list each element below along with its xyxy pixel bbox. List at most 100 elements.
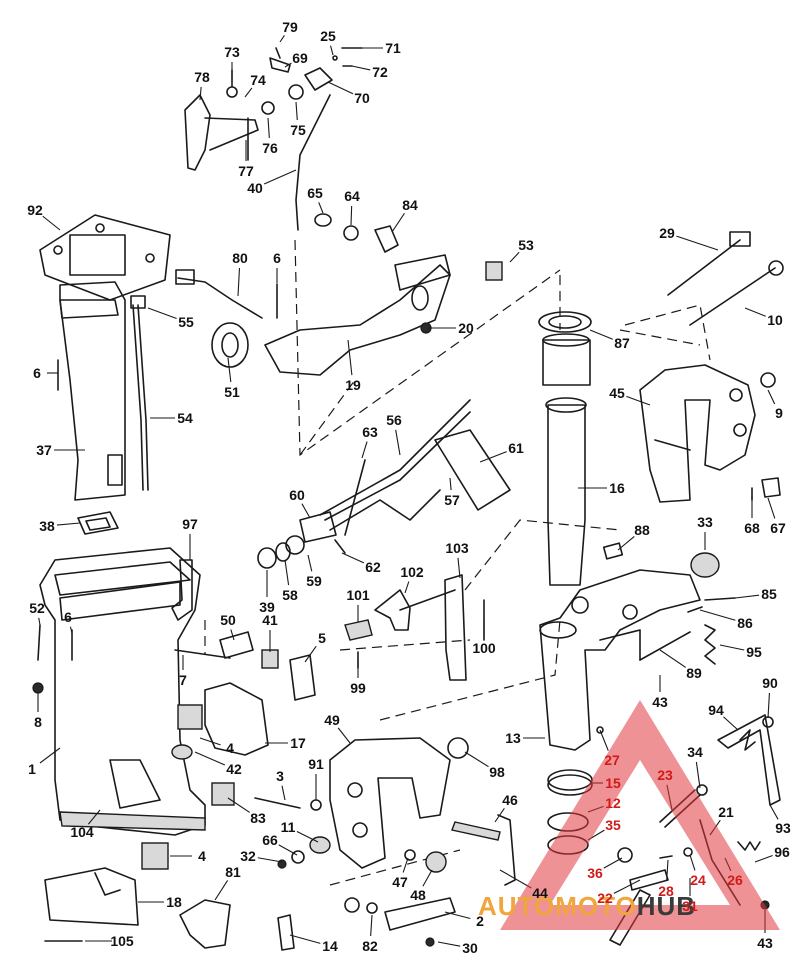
part-label-17: 17: [290, 735, 306, 751]
part-49-clamp-bracket: [329, 737, 451, 869]
leader-line-49: [337, 727, 351, 744]
upper-linkage-parts: [184, 47, 363, 171]
parts-65-64-84: [314, 213, 399, 253]
leader-lines: [37, 35, 779, 947]
parts-87-16: [538, 311, 592, 586]
part-label-31: 31: [682, 898, 698, 914]
part-label-38: 38: [39, 518, 55, 534]
part-label-81: 81: [225, 864, 241, 880]
part-label-78: 78: [194, 69, 210, 85]
watermark-triangle: [500, 700, 780, 930]
leader-line-32: [257, 857, 283, 863]
part-label-33: 33: [697, 514, 713, 530]
part-label-10: 10: [767, 312, 783, 328]
part-label-12: 12: [605, 795, 621, 811]
leader-line-14: [289, 934, 321, 944]
part-37-exhaust-housing: [59, 281, 126, 501]
part-label-96: 96: [774, 844, 790, 860]
part-label-67: 67: [770, 520, 786, 536]
part-label-92: 92: [27, 202, 43, 218]
part-label-104: 104: [70, 824, 94, 840]
leader-line-56: [395, 429, 401, 456]
leader-line-57: [449, 477, 452, 491]
leader-line-10: [744, 307, 766, 317]
part-label-23: 23: [657, 767, 673, 783]
part-18-lower-cover: [44, 867, 139, 942]
part-label-30: 30: [462, 940, 478, 956]
leader-line-4: [199, 737, 221, 746]
leader-line-48: [422, 869, 433, 887]
part-label-20: 20: [458, 320, 474, 336]
part-label-68: 68: [744, 520, 760, 536]
part-label-4: 4: [226, 740, 234, 756]
leader-line-6: [69, 626, 73, 634]
leader-line-11: [296, 830, 319, 843]
leader-line-88: [617, 535, 635, 551]
parts-85-86-95-89: [639, 597, 736, 665]
part-label-6: 6: [33, 365, 41, 381]
parts-60-59-58-39-62: [257, 511, 346, 569]
part-label-48: 48: [410, 887, 426, 903]
leader-line-9: [767, 389, 776, 405]
part-label-85: 85: [761, 586, 777, 602]
part-label-51: 51: [224, 384, 240, 400]
part-label-62: 62: [365, 559, 381, 575]
leader-line-102: [404, 581, 410, 594]
part-label-1: 1: [28, 761, 36, 777]
part-13-stern-bracket: [539, 569, 701, 751]
part-92-gasket-plate: [39, 214, 171, 301]
part-label-72: 72: [372, 64, 388, 80]
parts-53-20: [420, 261, 503, 334]
part-38-seal: [77, 511, 119, 535]
part-label-98: 98: [489, 764, 505, 780]
part-label-57: 57: [444, 492, 460, 508]
part-label-24: 24: [690, 872, 706, 888]
parts-80-51: [175, 269, 278, 368]
leader-line-52: [38, 617, 41, 626]
part-label-105: 105: [110, 933, 134, 949]
part-label-66: 66: [262, 832, 278, 848]
leader-line-74: [244, 87, 253, 98]
part-label-87: 87: [614, 335, 630, 351]
leader-line-103: [457, 557, 461, 579]
leader-line-85: [734, 594, 760, 599]
part-label-27: 27: [604, 752, 620, 768]
part-label-16: 16: [609, 480, 625, 496]
parts-103-102-101-100-99: [344, 574, 485, 681]
part-label-13: 13: [505, 730, 521, 746]
watermark-logo: AUTOMOTOHUB: [478, 700, 780, 930]
leader-line-40: [263, 169, 297, 185]
part-label-69: 69: [292, 50, 308, 66]
leader-line-53: [509, 251, 520, 263]
part-label-35: 35: [605, 817, 621, 833]
leader-line-63: [361, 441, 368, 459]
leader-line-70: [327, 81, 354, 95]
part-label-29: 29: [659, 225, 675, 241]
part-label-88: 88: [634, 522, 650, 538]
leader-line-67: [767, 497, 776, 519]
leader-line-59: [307, 554, 313, 572]
leader-line-42: [194, 751, 226, 766]
leader-line-90: [767, 692, 770, 719]
part-label-94: 94: [708, 702, 724, 718]
parts-93-94-90: [717, 714, 781, 806]
leader-line-81: [214, 880, 229, 901]
part-label-89: 89: [686, 665, 702, 681]
part-label-102: 102: [400, 564, 424, 580]
part-label-19: 19: [345, 377, 361, 393]
part-label-44: 44: [532, 885, 548, 901]
dashed-assembly-lines: [204, 239, 711, 886]
leader-line-2: [444, 911, 471, 920]
leader-line-89: [659, 649, 687, 668]
part-label-26: 26: [727, 872, 743, 888]
leader-line-84: [391, 213, 405, 233]
rubber-mounts: [141, 704, 235, 870]
part-label-97: 97: [182, 516, 198, 532]
part-label-25: 25: [320, 28, 336, 44]
leader-line-98: [464, 751, 489, 768]
leader-line-80: [237, 267, 241, 297]
leader-line-44: [499, 869, 532, 889]
part-label-76: 76: [262, 140, 278, 156]
part-label-22: 22: [597, 890, 613, 906]
